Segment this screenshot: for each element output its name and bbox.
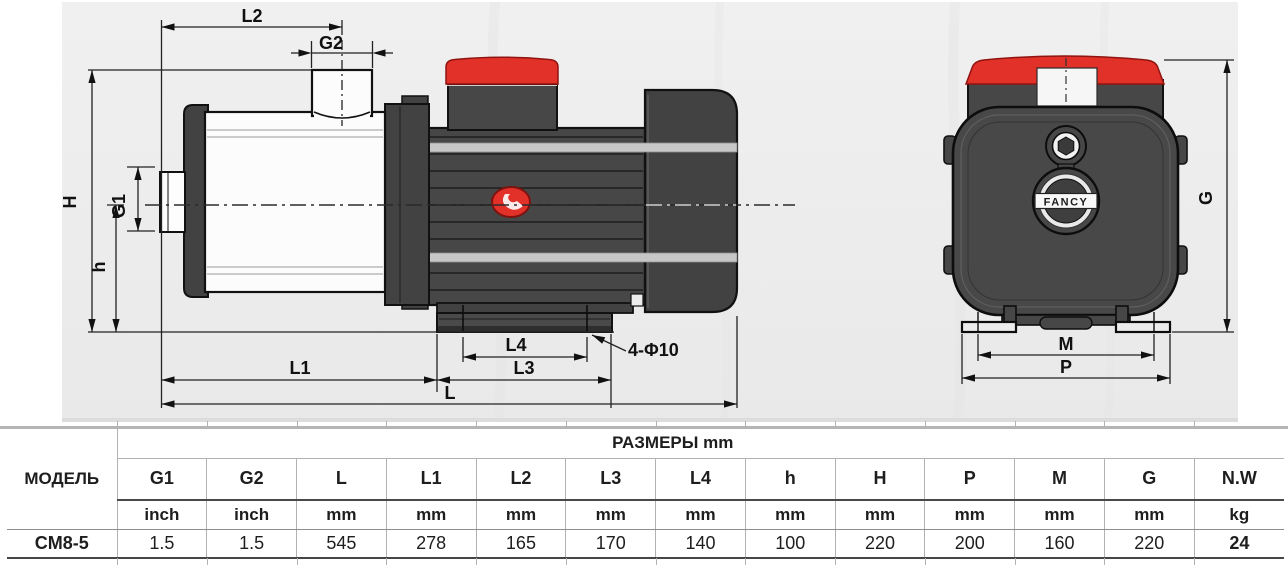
front-view-arrows xyxy=(962,60,1231,382)
terminal-box-red-cap xyxy=(445,56,559,85)
pump-barrel xyxy=(203,110,387,294)
dim-label-p: P xyxy=(1060,357,1072,377)
col-value: 1.5 xyxy=(117,529,208,559)
col-value: 220 xyxy=(835,529,926,559)
side-view-arrows xyxy=(88,23,737,408)
column-labels-row: G1 G2 L L1 L2 L3 L4 h H P M G N.W xyxy=(7,458,1284,501)
pump-dimension-diagram: FANCY L2 G2 G1 H h L1 L3 xyxy=(60,1,1238,423)
col-unit: mm xyxy=(565,500,657,530)
col-label: L1 xyxy=(386,458,477,501)
data-row: CM8-5 1.5 1.5 545 278 165 170 140 100 22… xyxy=(7,529,1284,559)
col-value: 24 xyxy=(1194,529,1284,559)
dim-label-l1: L1 xyxy=(289,358,310,378)
dim-label-g1: G1 xyxy=(109,194,129,218)
col-unit: mm xyxy=(745,500,836,530)
dim-label-l3: L3 xyxy=(513,358,534,378)
col-label: G xyxy=(1104,458,1195,501)
col-label: G2 xyxy=(206,458,298,501)
col-unit: mm xyxy=(835,500,926,530)
pump-front-view: FANCY xyxy=(943,55,1188,334)
model-column-header: МОДЕЛЬ xyxy=(7,429,118,530)
dim-label-l: L xyxy=(445,383,456,403)
col-value: 100 xyxy=(745,529,836,559)
col-value: 200 xyxy=(924,529,1016,559)
sizes-header: РАЗМЕРЫ mm xyxy=(117,429,1284,459)
col-unit: kg xyxy=(1194,500,1284,530)
table-column-stubs-bottom xyxy=(7,558,1284,565)
col-label: P xyxy=(924,458,1016,501)
dim-label-g: G xyxy=(1196,191,1216,205)
dim-label-m: M xyxy=(1059,334,1074,354)
col-value: 278 xyxy=(386,529,477,559)
front-foot-left xyxy=(960,320,1018,334)
dimensions-table: МОДЕЛЬ РАЗМЕРЫ mm G1 G2 L L1 L2 L3 L4 h … xyxy=(7,429,1284,559)
col-label: h xyxy=(745,458,836,501)
col-label: M xyxy=(1014,458,1105,501)
motor-pedestal xyxy=(436,302,634,314)
col-unit: mm xyxy=(476,500,567,530)
col-label: H xyxy=(835,458,926,501)
brand-logo-badge xyxy=(491,186,531,218)
col-label: L xyxy=(296,458,387,501)
inlet-port xyxy=(159,171,186,233)
col-value: 165 xyxy=(476,529,567,559)
col-label: L3 xyxy=(565,458,657,501)
col-value: 220 xyxy=(1104,529,1195,559)
table-column-stubs-top xyxy=(7,421,1284,429)
side-view-dimensions xyxy=(88,20,738,408)
brand-logo-medallion: FANCY xyxy=(1031,166,1101,236)
col-unit: mm xyxy=(386,500,477,530)
dim-label-g2: G2 xyxy=(319,33,343,53)
col-unit: mm xyxy=(1104,500,1195,530)
col-unit: inch xyxy=(206,500,298,530)
col-value: 160 xyxy=(1014,529,1105,559)
bolt-holes-callout: 4-Φ10 xyxy=(628,340,679,360)
col-label: N.W xyxy=(1194,458,1284,501)
dim-label-h-axis: h xyxy=(89,262,109,273)
front-foot-right xyxy=(1114,320,1172,334)
col-unit: inch xyxy=(117,500,208,530)
col-label: L2 xyxy=(476,458,567,501)
suction-end-cap xyxy=(183,104,209,298)
col-unit: mm xyxy=(655,500,746,530)
col-value: 1.5 xyxy=(206,529,298,559)
model-name: CM8-5 xyxy=(7,529,118,559)
dim-label-l2: L2 xyxy=(241,6,262,26)
col-label: G1 xyxy=(117,458,208,501)
col-unit: mm xyxy=(924,500,1016,530)
col-unit: mm xyxy=(296,500,387,530)
cable-gland-notch xyxy=(1036,67,1098,107)
terminal-box xyxy=(447,83,558,131)
fan-cover xyxy=(643,88,739,314)
motor-fins xyxy=(430,136,643,291)
table-top-rule xyxy=(0,426,1288,429)
col-value: 170 xyxy=(565,529,657,559)
col-unit: mm xyxy=(1014,500,1105,530)
front-view-dimensions xyxy=(961,59,1234,384)
units-row: inch inch mm mm mm mm mm mm mm mm mm mm … xyxy=(7,500,1284,530)
dim-label-l4: L4 xyxy=(505,335,526,355)
dimension-labels: L2 G2 G1 H h L1 L3 L4 L 4-Φ10 M P G xyxy=(60,6,1216,403)
brand-logo-text: FANCY xyxy=(1044,197,1089,209)
col-value: 545 xyxy=(296,529,387,559)
dim-label-h-total: H xyxy=(60,196,80,209)
col-value: 140 xyxy=(655,529,746,559)
col-label: L4 xyxy=(655,458,746,501)
